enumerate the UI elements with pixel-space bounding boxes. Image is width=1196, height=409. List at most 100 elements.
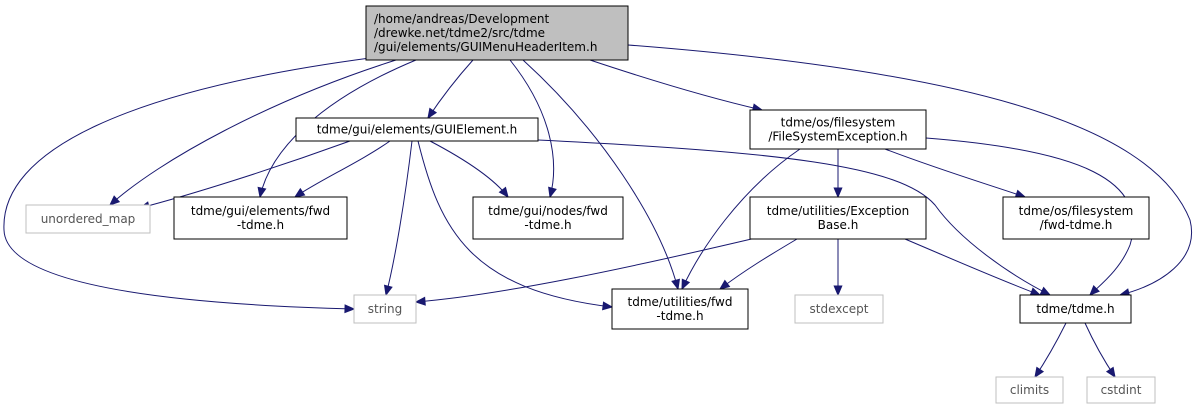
- edge-arrowhead: [257, 186, 267, 199]
- edge-line: [429, 140, 509, 198]
- node-box: [1086, 376, 1156, 404]
- edge-line: [681, 148, 801, 290]
- edge-fsexception-to-utilities_fwd: [681, 148, 801, 291]
- edge-arrowhead: [671, 278, 681, 291]
- edge-arrowhead: [1105, 366, 1116, 379]
- edge-line: [537, 139, 1051, 296]
- edge-line: [509, 59, 555, 198]
- edge-line: [415, 236, 761, 303]
- edge-line: [139, 140, 351, 209]
- edge-arrowhead: [293, 187, 306, 198]
- edge-arrowhead: [1034, 366, 1045, 379]
- node-fsexception[interactable]: tdme/os/filesystem/FileSystemException.h: [749, 109, 927, 150]
- node-stdexcept: stdexcept: [794, 294, 884, 324]
- node-box: [365, 5, 629, 61]
- edge-line: [884, 148, 1026, 198]
- edge-arrowhead: [344, 304, 356, 314]
- node-box: [995, 376, 1064, 404]
- edge-guielement-to-utilities_fwd: [417, 140, 614, 311]
- edge-line: [109, 59, 397, 206]
- node-box: [472, 196, 624, 240]
- node-label: stdexcept: [810, 302, 869, 316]
- node-utilities-fwd[interactable]: tdme/utilities/fwd-tdme.h: [611, 288, 749, 330]
- node-label: /fwd-tdme.h: [1040, 218, 1113, 232]
- edge-arrowhead: [1039, 286, 1052, 296]
- nodes-layer: /home/andreas/Development/drewke.net/tdm…: [25, 5, 1156, 404]
- edges-layer: [3, 44, 1192, 379]
- node-box: [295, 117, 539, 142]
- edge-root-to-guielement: [427, 59, 474, 120]
- edge-line: [417, 140, 613, 308]
- edge-arrowhead: [414, 296, 426, 306]
- edge-root-to-gui_nodes_fwd: [509, 59, 557, 199]
- node-label: unordered_map: [41, 212, 136, 226]
- node-label: tdme/os/filesystem: [1019, 204, 1134, 218]
- node-guielement[interactable]: tdme/gui/elements/GUIElement.h: [295, 117, 539, 142]
- edge-line: [294, 140, 391, 198]
- node-label: -tdme.h: [237, 218, 284, 232]
- node-unordered-map: unordered_map: [25, 204, 151, 234]
- node-label: string: [368, 302, 402, 316]
- node-label: tdme/gui/elements/GUIElement.h: [317, 123, 518, 137]
- edge-line: [719, 238, 798, 290]
- node-label: -tdme.h: [656, 309, 703, 323]
- edge-arrowhead: [833, 285, 843, 297]
- edge-root-to-string: [3, 57, 371, 314]
- node-box: [1019, 294, 1132, 324]
- edge-line: [522, 59, 679, 290]
- node-box: [749, 196, 927, 240]
- node-label: /drewke.net/tdme2/src/tdme: [374, 26, 545, 40]
- edge-arrowhead: [498, 186, 509, 199]
- edge-root-to-utilities_fwd: [522, 59, 681, 291]
- edge-line: [3, 57, 371, 310]
- node-box: [794, 294, 884, 324]
- edge-exceptionbase-to-stdexcept: [833, 239, 843, 297]
- edge-fsexception-to-exceptionbase: [833, 149, 843, 199]
- node-label: tdme/tdme.h: [1036, 302, 1114, 316]
- node-label: tdme/gui/nodes/fwd: [488, 204, 608, 218]
- edge-fsexception-to-os_fs_fwd: [884, 148, 1027, 199]
- node-box: [1002, 196, 1150, 240]
- edge-tdme_h-to-cstdint: [1084, 322, 1116, 379]
- node-box: [173, 196, 348, 240]
- edge-exceptionbase-to-tdme_h: [904, 238, 1042, 296]
- edge-root-to-tdme_h: [627, 44, 1192, 298]
- node-root[interactable]: /home/andreas/Development/drewke.net/tdm…: [365, 5, 629, 61]
- edge-root-to-fsexception: [589, 59, 764, 113]
- edge-tdme_h-to-climits: [1034, 322, 1067, 379]
- edge-arrowhead: [681, 278, 691, 291]
- node-box: [749, 109, 927, 150]
- node-box: [611, 288, 749, 330]
- node-climits: climits: [995, 376, 1064, 404]
- edge-guielement-to-string: [383, 140, 413, 297]
- node-label: tdme/utilities/Exception: [767, 204, 910, 218]
- edge-arrowhead: [718, 279, 731, 290]
- node-cstdint: cstdint: [1086, 376, 1156, 404]
- edge-guielement-to-gui_nodes_fwd: [429, 140, 509, 199]
- node-label: tdme/os/filesystem: [781, 116, 896, 130]
- edge-exceptionbase-to-utilities_fwd: [718, 238, 798, 290]
- edge-arrowhead: [1089, 285, 1100, 296]
- edge-line: [589, 59, 763, 111]
- node-gui-nodes-fwd[interactable]: tdme/gui/nodes/fwd-tdme.h: [472, 196, 624, 240]
- edge-line: [385, 140, 413, 296]
- node-label: /home/andreas/Development: [374, 12, 549, 26]
- node-box: [353, 294, 417, 324]
- node-label: tdme/gui/elements/fwd: [191, 204, 330, 218]
- edge-arrowhead: [602, 301, 614, 311]
- edge-line: [427, 59, 474, 119]
- node-label: tdme/utilities/fwd: [628, 295, 733, 309]
- node-label: climits: [1010, 383, 1049, 397]
- node-label: cstdint: [1101, 383, 1142, 397]
- edge-guielement-to-gui_elements_fwd: [293, 140, 391, 198]
- edge-line: [904, 238, 1041, 296]
- edge-root-to-unordered_map: [109, 59, 397, 206]
- node-label: /FileSystemException.h: [768, 130, 907, 144]
- node-os-fs-fwd[interactable]: tdme/os/filesystem/fwd-tdme.h: [1002, 196, 1150, 240]
- edge-line: [627, 44, 1192, 296]
- node-string: string: [353, 294, 417, 324]
- node-tdme-h[interactable]: tdme/tdme.h: [1019, 294, 1132, 324]
- node-gui-elements-fwd[interactable]: tdme/gui/elements/fwd-tdme.h: [173, 196, 348, 240]
